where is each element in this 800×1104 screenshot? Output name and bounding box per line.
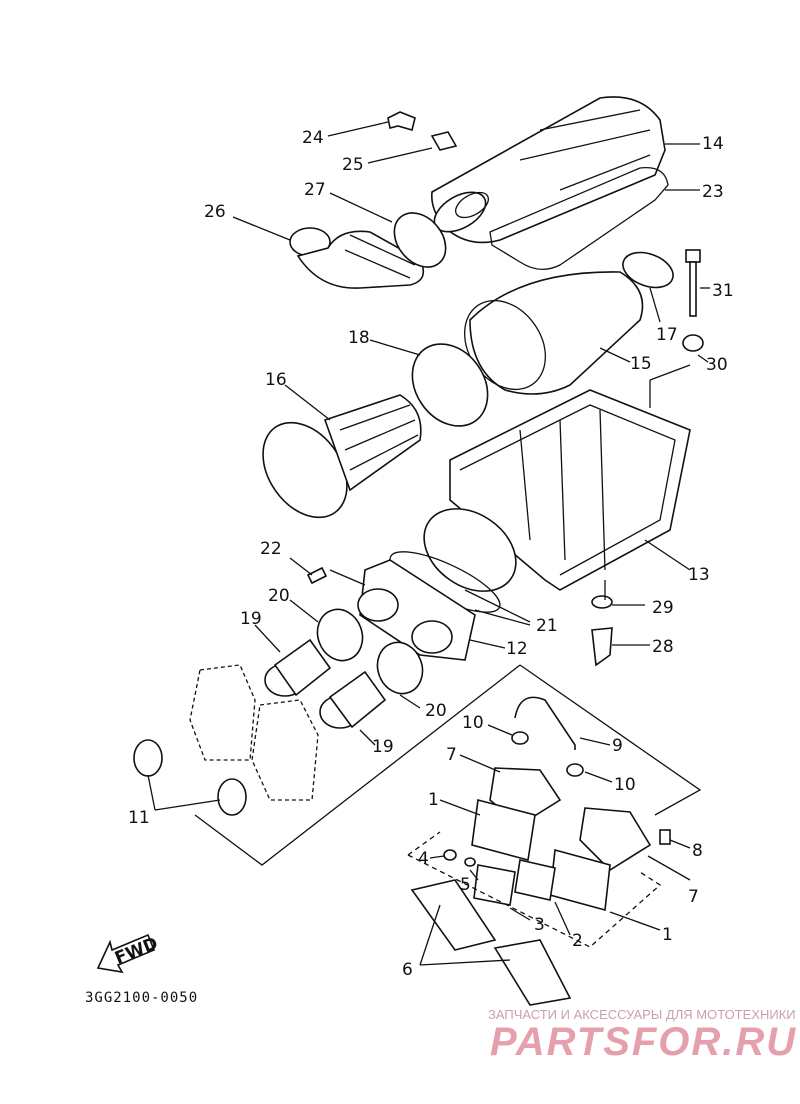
part-29-clip [591, 595, 613, 609]
part-20-clamp-b [376, 641, 424, 695]
label-13: 13 [688, 565, 710, 585]
part-26-intake-joint [289, 227, 425, 289]
label-7b: 7 [688, 887, 699, 907]
label-14: 14 [702, 134, 724, 154]
label-20b: 20 [425, 701, 447, 721]
part-7-manifold-b [579, 807, 652, 872]
part-11-clip-b [217, 778, 247, 816]
watermark-subtitle: ЗАПЧАСТИ И АКСЕССУАРЫ ДЛЯ МОТОТЕХНИКИ [488, 1007, 796, 1022]
part-labels: 24 25 27 26 14 23 31 17 30 18 15 16 13 2… [128, 128, 734, 980]
label-10b: 10 [614, 775, 636, 795]
label-21: 21 [536, 616, 558, 636]
label-29: 29 [652, 598, 674, 618]
part-16-filter-guide [262, 394, 422, 519]
watermark-logo: PARTSFOR.RU [490, 1020, 798, 1064]
part-10-clip-a [511, 731, 529, 745]
part-13-air-box [423, 389, 691, 592]
label-19b: 19 [372, 737, 394, 757]
part-17-plate [622, 251, 674, 289]
part-10-clip-b [566, 763, 584, 777]
part-22-screw [306, 566, 328, 585]
part-19-boot-b [319, 670, 387, 729]
label-9: 9 [612, 736, 623, 756]
label-18: 18 [348, 328, 370, 348]
label-7a: 7 [446, 745, 457, 765]
part-12-carb-joint [357, 559, 476, 661]
label-26: 26 [204, 202, 226, 222]
part-6-gasket-a [410, 879, 497, 951]
label-6: 6 [402, 960, 413, 980]
label-19a: 19 [240, 609, 262, 629]
part-4-screw [443, 849, 457, 861]
part-25-clip [430, 131, 458, 151]
label-24: 24 [302, 128, 324, 148]
fwd-label: FWD [112, 934, 161, 969]
leader-lines [147, 121, 710, 966]
label-2: 2 [572, 931, 583, 951]
part-14-air-duct [431, 96, 666, 244]
label-1a: 1 [428, 790, 439, 810]
label-4: 4 [418, 849, 429, 869]
carb-group-frame [194, 664, 702, 866]
part-9-hose [514, 696, 576, 750]
part-30-collar [682, 334, 704, 352]
label-11: 11 [128, 808, 150, 828]
label-1b: 1 [662, 925, 673, 945]
part-5-washer [464, 857, 476, 867]
label-20a: 20 [268, 586, 290, 606]
carburetor-outline [189, 664, 319, 801]
part-3-gasket [473, 864, 516, 906]
part-6-gasket-b [493, 939, 572, 1006]
part-20-clamp-a [316, 608, 364, 662]
part-23-gasket [489, 166, 669, 270]
part-19-boot-a [264, 638, 332, 697]
part-28-drain-cap [591, 627, 613, 667]
label-16: 16 [265, 370, 287, 390]
label-15: 15 [630, 354, 652, 374]
label-31: 31 [712, 281, 734, 301]
label-5: 5 [460, 875, 471, 895]
part-1-reed-valve-a [471, 798, 536, 862]
part-8-bolt [659, 829, 671, 845]
label-25: 25 [342, 155, 364, 175]
label-23: 23 [702, 182, 724, 202]
part-18-band [411, 343, 489, 427]
part-11-clip-a [133, 739, 163, 777]
label-17: 17 [656, 325, 678, 345]
label-3: 3 [534, 915, 545, 935]
label-12: 12 [506, 639, 528, 659]
label-30: 30 [706, 355, 728, 375]
label-28: 28 [652, 637, 674, 657]
label-22: 22 [260, 539, 282, 559]
label-8: 8 [692, 841, 703, 861]
part-2-gasket [514, 859, 556, 901]
reed-group-frame [407, 831, 662, 948]
part-24-clip [387, 111, 416, 131]
part-31-bolt [685, 249, 701, 317]
fwd-arrow-icon: FWD [96, 934, 161, 974]
part-27-hose-clamp [393, 212, 447, 268]
label-10a: 10 [462, 713, 484, 733]
label-27: 27 [304, 180, 326, 200]
diagram-code: 3GG2100-0050 [85, 990, 199, 1006]
